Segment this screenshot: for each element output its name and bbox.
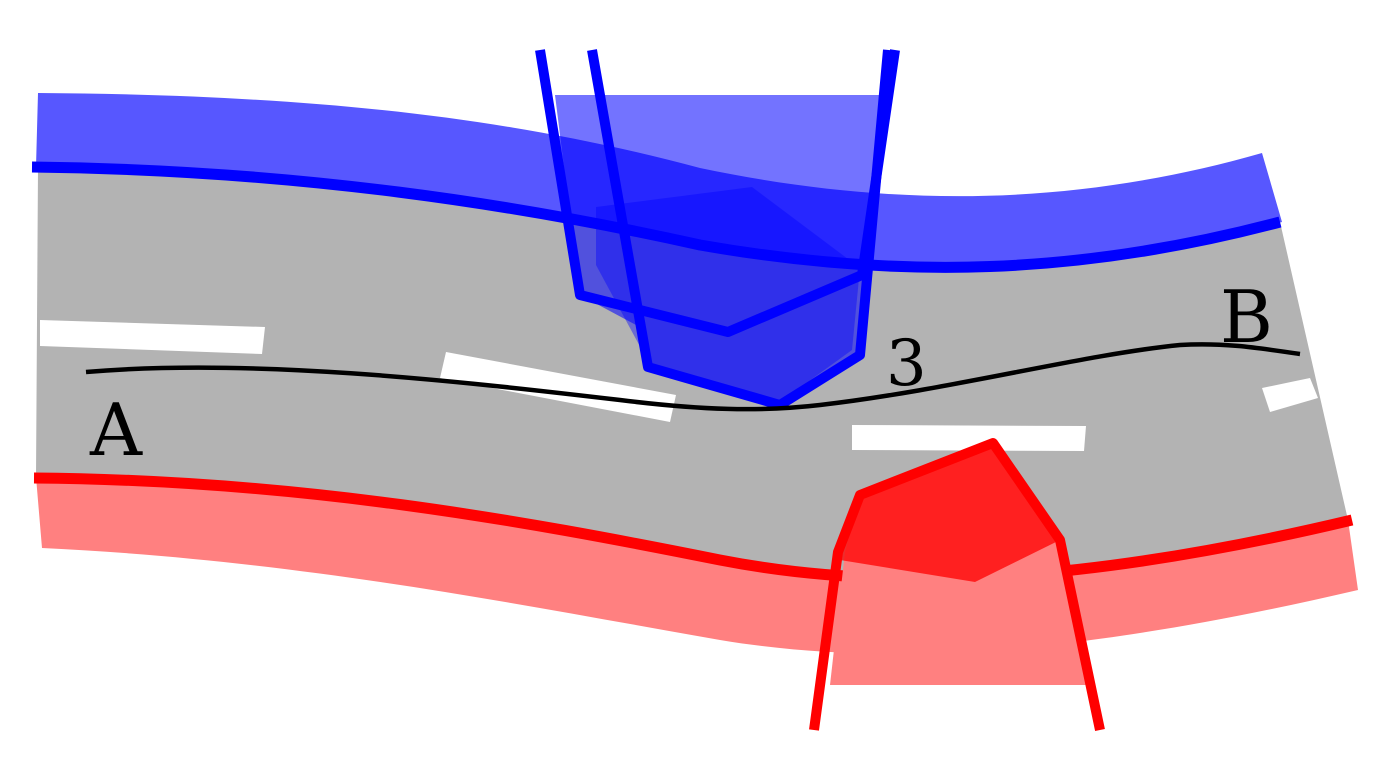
lane-dash [40,320,265,354]
label-step: 3 [886,327,927,401]
lane-dash [1262,378,1318,412]
lane-markings [40,320,1318,451]
red-vessel-core [840,443,1060,582]
path-a-to-b [85,342,1301,412]
blue-vessel-core [596,187,860,402]
red-vessel-wall [809,438,1105,732]
red-vessel [809,438,1105,732]
lane-dash [852,425,1086,451]
label-b: B [1220,275,1273,359]
lane-dash [440,352,676,422]
red-bank-edge [33,472,1354,585]
blue-vessel [535,49,900,410]
blue-vessel-inner-wall [587,49,893,410]
label-a: A [89,388,143,472]
